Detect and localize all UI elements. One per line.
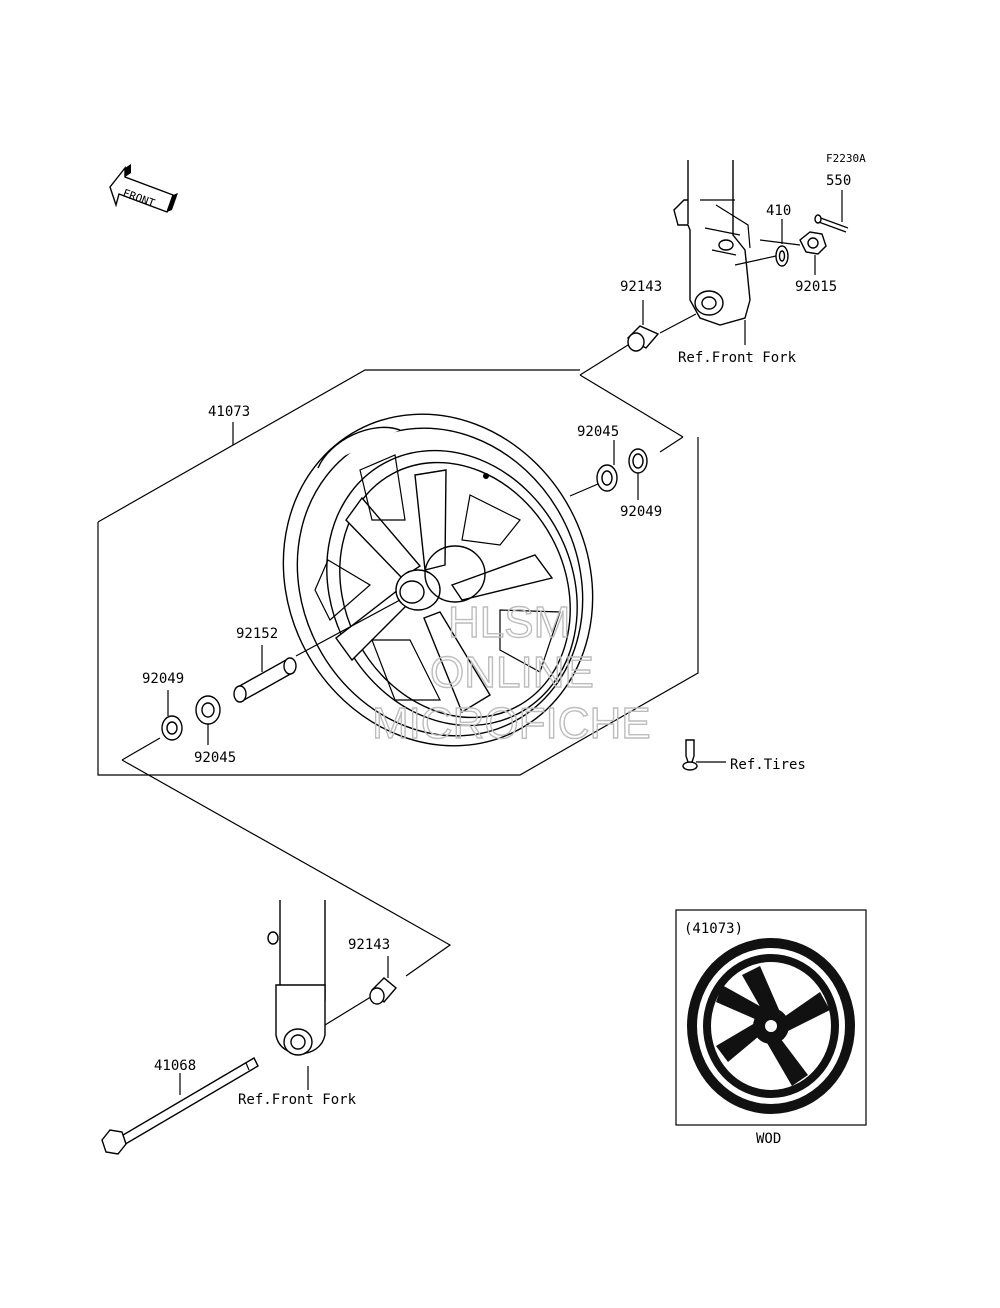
- ref-front-fork-bottom: Ref.Front Fork: [238, 1092, 357, 1108]
- inset-wheel-icon: [687, 938, 855, 1114]
- spacer-92152: [233, 657, 297, 703]
- tire-valve-icon: [682, 739, 726, 771]
- inset-caption: WOD: [756, 1131, 781, 1147]
- leader-bearing-right: [569, 483, 599, 497]
- leader-lines-bottom: [121, 759, 452, 1095]
- front-wheel-41073: [282, 413, 594, 747]
- label-92143-top: 92143: [620, 279, 662, 295]
- ref-tires: Ref.Tires: [730, 757, 806, 773]
- leader-lines-top: [579, 190, 843, 453]
- label-92143-bottom: 92143: [348, 937, 390, 953]
- label-92015: 92015: [795, 279, 837, 295]
- front-arrow-icon: FRONT: [109, 164, 178, 213]
- seal-92049-right: [628, 448, 648, 474]
- label-92045-right: 92045: [577, 424, 619, 440]
- leader-axle-line: [295, 599, 401, 657]
- inset-title: (41073): [684, 921, 743, 937]
- ref-front-fork-top: Ref.Front Fork: [678, 350, 797, 366]
- label-410: 410: [766, 203, 791, 219]
- cotter-pin-550: [814, 214, 849, 233]
- label-550: 550: [826, 173, 851, 189]
- watermark-line-1: HLSM: [448, 598, 570, 647]
- bearing-92045-left: [195, 695, 221, 725]
- label-92049-left: 92049: [142, 671, 184, 687]
- nut-92015: [799, 231, 827, 255]
- label-92049-right: 92049: [620, 504, 662, 520]
- wheel-assembly-outline: [97, 369, 699, 776]
- bearing-92045-right: [596, 464, 618, 492]
- diagram-code: F2230A: [826, 152, 866, 165]
- label-41073: 41073: [208, 404, 250, 420]
- label-92152: 92152: [236, 626, 278, 642]
- watermark-line-3: MICROFICHE: [372, 699, 651, 748]
- collar-92143-bottom: [369, 977, 397, 1005]
- watermark-line-2: ONLINE: [430, 648, 594, 697]
- leader-left-axle: [121, 737, 161, 761]
- front-fork-lower: [267, 900, 326, 1056]
- washer-410: [775, 245, 789, 267]
- front-fork-upper: [673, 160, 751, 326]
- label-41068: 41068: [154, 1058, 196, 1074]
- seal-92049-left: [161, 715, 183, 741]
- label-92045-left: 92045: [194, 750, 236, 766]
- watermark: HLSM ONLINE MICROFICHE: [371, 597, 651, 748]
- collar-92143-top: [626, 325, 660, 352]
- inset-wheel-box: (41073) WOD: [675, 909, 867, 1147]
- axle-41068: [101, 1057, 259, 1155]
